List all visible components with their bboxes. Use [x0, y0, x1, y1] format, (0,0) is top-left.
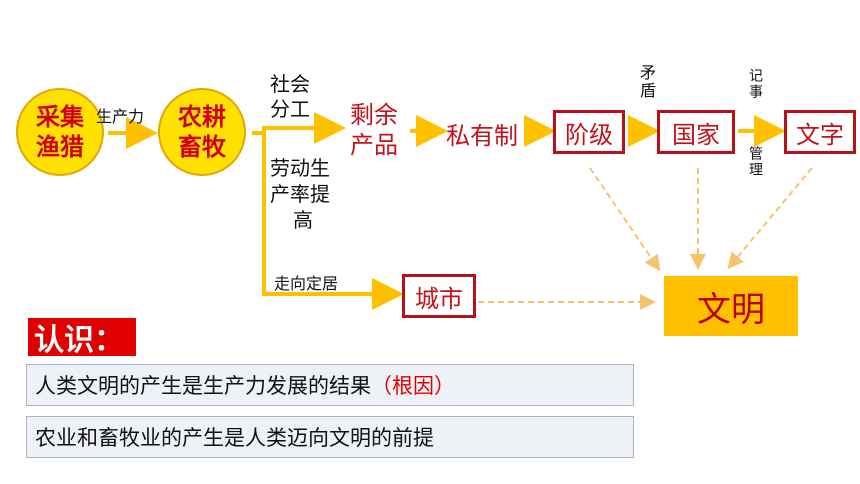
insight-line-1-emph: （根因） [371, 374, 455, 398]
node-state-label: 国家 [672, 120, 720, 149]
insight-line-1: 人类文明的产生是生产力发展的结果（根因） [26, 364, 634, 406]
node-state: 国家 [657, 110, 735, 154]
label-manage: 管理 [747, 146, 763, 178]
node-writing: 文字 [784, 110, 856, 154]
node-hunting-label: 采集渔猎 [36, 103, 84, 161]
dashed-writing-civ [727, 167, 813, 270]
label-division-2: 分工 [270, 97, 310, 121]
insight-line-1-main: 人类文明的产生是生产力发展的结果 [35, 374, 371, 398]
node-writing-label: 文字 [796, 120, 844, 149]
node-city: 城市 [402, 274, 476, 318]
node-city-label: 城市 [415, 284, 463, 313]
node-classes-label: 阶级 [565, 120, 613, 149]
node-farming: 农耕畜牧 [158, 88, 246, 176]
node-farming-label: 农耕畜牧 [178, 103, 226, 161]
insight-tag: 认识： [28, 318, 136, 358]
label-labor-1: 劳动生 [270, 156, 330, 180]
dashed-classes-civ [589, 167, 661, 272]
label-record: 记事 [747, 68, 763, 100]
insight-line-2-text: 农业和畜牧业的产生是人类迈向文明的前提 [35, 426, 434, 450]
label-labor-2: 产率提 [270, 182, 330, 206]
node-civilization-label: 文明 [697, 289, 765, 330]
node-hunting: 采集渔猎 [16, 88, 104, 176]
label-division-1: 社会 [270, 72, 310, 96]
node-classes: 阶级 [553, 110, 625, 154]
label-labor-3: 高 [293, 208, 313, 232]
label-settle: 走向定居 [274, 274, 339, 293]
node-civilization: 文明 [664, 276, 798, 336]
label-contradiction: 矛盾 [637, 64, 656, 100]
node-private: 私有制 [446, 122, 518, 150]
node-surplus: 剩余产品 [350, 101, 398, 159]
label-productivity: 生产力 [96, 107, 145, 126]
insight-line-2: 农业和畜牧业的产生是人类迈向文明的前提 [26, 416, 634, 458]
